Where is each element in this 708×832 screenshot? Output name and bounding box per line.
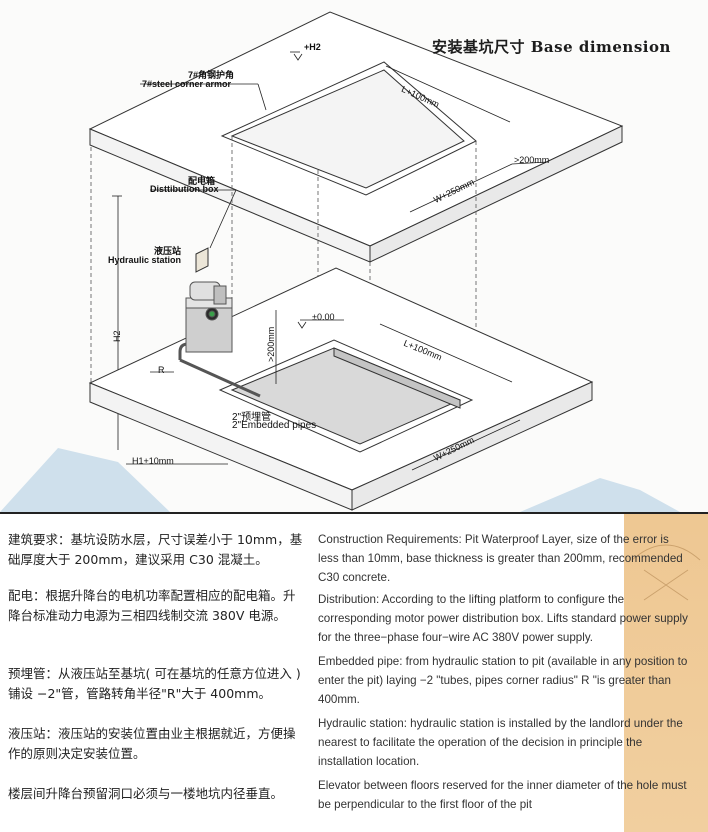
en-paragraph-station: Hydraulic station: hydraulic station is … xyxy=(318,717,683,768)
base-dimension-diagram: 安装基坑尺寸 Base dimension +H2 7#角钢护角 7#steel… xyxy=(0,11,680,512)
label-zero: ±0.00 xyxy=(312,312,335,322)
label-box-cn: 配电箱 xyxy=(188,176,216,186)
label-gt200-side: >200mm xyxy=(266,326,276,362)
en-paragraph-elevator: Elevator between floors reserved for the… xyxy=(318,779,687,811)
label-corner-cn: 7#角钢护角 xyxy=(188,70,235,80)
label-corner-en: 7#steel corner armor xyxy=(142,79,232,89)
label-pipe-en: 2"Embedded pipes xyxy=(232,420,317,431)
cn-paragraph-construction: 建筑要求：基坑设防水层，尺寸误差小于 10mm，基础厚度大于 200mm，建议采… xyxy=(8,532,303,567)
cn-paragraph-elevator: 楼层间升降台预留洞口必须与一楼地坑内径垂直。 xyxy=(8,786,284,801)
label-h2-side: H2 xyxy=(112,330,122,342)
label-h1: H1+10mm xyxy=(132,456,174,466)
ground-left xyxy=(0,448,170,512)
section-divider xyxy=(0,512,708,514)
label-box-en: Disttibution box xyxy=(150,184,219,194)
label-station-cn: 液压站 xyxy=(154,246,182,256)
lower-floor-slab xyxy=(88,267,594,511)
distribution-box xyxy=(195,247,209,273)
lower-dimension-lines xyxy=(126,310,521,471)
diagram-title: 安装基坑尺寸 Base dimension xyxy=(432,38,671,56)
diagram-drawing xyxy=(0,11,680,512)
label-pipe-cn: 2"预埋管 xyxy=(232,412,272,423)
label-r: R xyxy=(158,365,165,375)
label-gt200-top: >200mm xyxy=(514,155,550,165)
label-h2-top: +H2 xyxy=(304,42,321,52)
ground-right xyxy=(520,478,680,512)
cn-paragraph-pipe: 预埋管：从液压站至基坑( 可在基坑的任意方位进入 )铺设 −2"管，管路转角半径… xyxy=(8,666,301,701)
label-station-en: Hydraulic station xyxy=(108,255,182,265)
cn-paragraph-distribution: 配电：根据升降台的电机功率配置相应的配电箱。升降台标准动力电源为三相四线制交流 … xyxy=(8,588,296,623)
cn-paragraph-station: 液压站：液压站的安装位置由业主根据就近，方便操作的原则决定安装位置。 xyxy=(8,726,296,761)
en-paragraph-distribution: Distribution: According to the lifting p… xyxy=(318,593,688,644)
en-paragraph-pipe: Embedded pipe: from hydraulic station to… xyxy=(318,655,688,706)
hydraulic-station xyxy=(185,281,233,353)
upper-floor-slab xyxy=(88,11,624,263)
en-paragraph-construction: Construction Requirements: Pit Waterproo… xyxy=(318,533,683,584)
